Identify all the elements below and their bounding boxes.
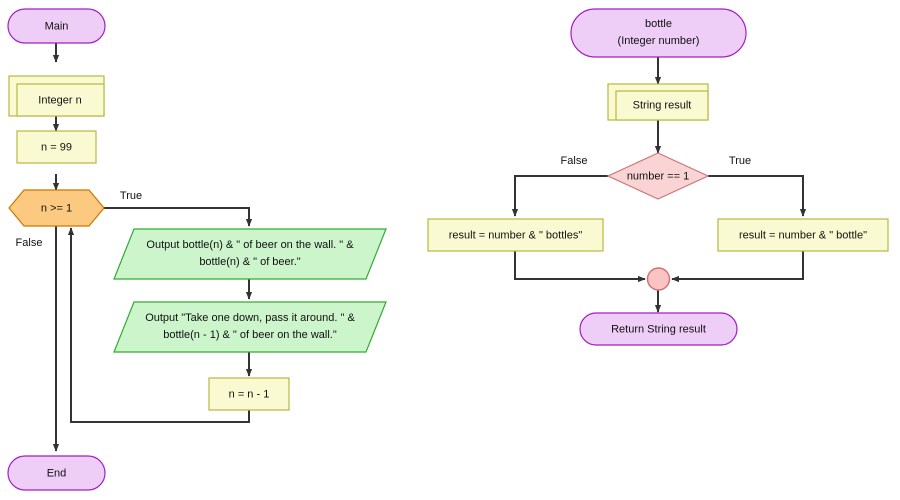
node-label: Integer n	[38, 94, 81, 106]
node-label-line2: bottle(n - 1) & " of beer on the wall."	[163, 329, 337, 341]
bottle-flow-connectors	[511, 57, 807, 313]
io-parallelogram-shape	[113, 301, 387, 353]
node-merge-point[interactable]	[646, 267, 671, 291]
node-label-line1: bottle	[645, 18, 672, 30]
node-label: n = 99	[41, 141, 72, 153]
process-shape	[427, 218, 604, 252]
terminal-shape	[570, 8, 747, 58]
node-declare-string-result[interactable]: String result	[607, 83, 709, 121]
node-loop-condition[interactable]: n >= 1	[8, 189, 105, 227]
terminal-shape	[579, 312, 738, 346]
declaration-inner-shape	[16, 83, 105, 117]
edge-label-loop-false: False	[16, 237, 43, 249]
process-shape	[717, 218, 889, 252]
edge-bottle-to-merge	[671, 251, 804, 283]
terminal-shape	[7, 8, 106, 44]
edge-label-loop-true: True	[120, 190, 142, 202]
node-return-string-result[interactable]: Return String result	[579, 312, 738, 346]
node-main-end[interactable]: End	[7, 455, 106, 491]
process-shape	[16, 130, 97, 164]
decision-diamond-shape	[606, 152, 710, 200]
node-label: Main	[45, 20, 69, 32]
node-label: n = n - 1	[229, 388, 270, 400]
node-label: End	[47, 467, 67, 479]
main-flow-connectors	[52, 43, 253, 452]
terminal-shape	[7, 455, 106, 491]
loop-hexagon-shape	[8, 189, 105, 227]
node-label: String result	[633, 99, 692, 111]
edge-decision-true-to-bottle	[708, 175, 807, 217]
node-declare-integer-n[interactable]: Integer n	[8, 75, 105, 117]
edge-bottles-to-merge	[514, 251, 646, 283]
node-label: number == 1	[627, 170, 689, 182]
node-label-line1: Output bottle(n) & " of beer on the wall…	[146, 239, 354, 251]
node-bottle-start[interactable]: bottle (Integer number)	[570, 8, 747, 58]
node-label: Return String result	[611, 323, 706, 335]
node-output-bottles-on-wall[interactable]: Output bottle(n) & " of beer on the wall…	[113, 228, 387, 280]
edge-label-decision-true: True	[729, 155, 751, 167]
node-label-line2: bottle(n) & " of beer."	[199, 256, 300, 268]
io-parallelogram-shape	[113, 228, 387, 280]
node-label: result = number & " bottle"	[739, 229, 867, 241]
node-output-take-one-down[interactable]: Output "Take one down, pass it around. "…	[113, 301, 387, 353]
edge-loop-true-to-output1	[104, 207, 253, 227]
node-main-start[interactable]: Main	[7, 8, 106, 44]
node-label: result = number & " bottles"	[449, 229, 583, 241]
edge-decrement-loopback	[67, 227, 250, 423]
node-assign-n-99[interactable]: n = 99	[16, 130, 97, 164]
process-shape	[208, 377, 290, 411]
merge-circle-shape	[646, 267, 671, 291]
declaration-inner-shape	[615, 90, 709, 121]
node-assign-result-bottle[interactable]: result = number & " bottle"	[717, 218, 889, 252]
node-label-line1: Output "Take one down, pass it around. "…	[145, 312, 355, 324]
node-label: n >= 1	[41, 202, 72, 214]
edge-label-decision-false: False	[561, 155, 588, 167]
node-decrement-n[interactable]: n = n - 1	[208, 377, 290, 411]
edge-decision-false-to-bottles	[511, 175, 608, 217]
node-decision-number-equals-one[interactable]: number == 1	[606, 152, 710, 200]
node-assign-result-bottles[interactable]: result = number & " bottles"	[427, 218, 604, 252]
node-label-line2: (Integer number)	[618, 35, 700, 47]
